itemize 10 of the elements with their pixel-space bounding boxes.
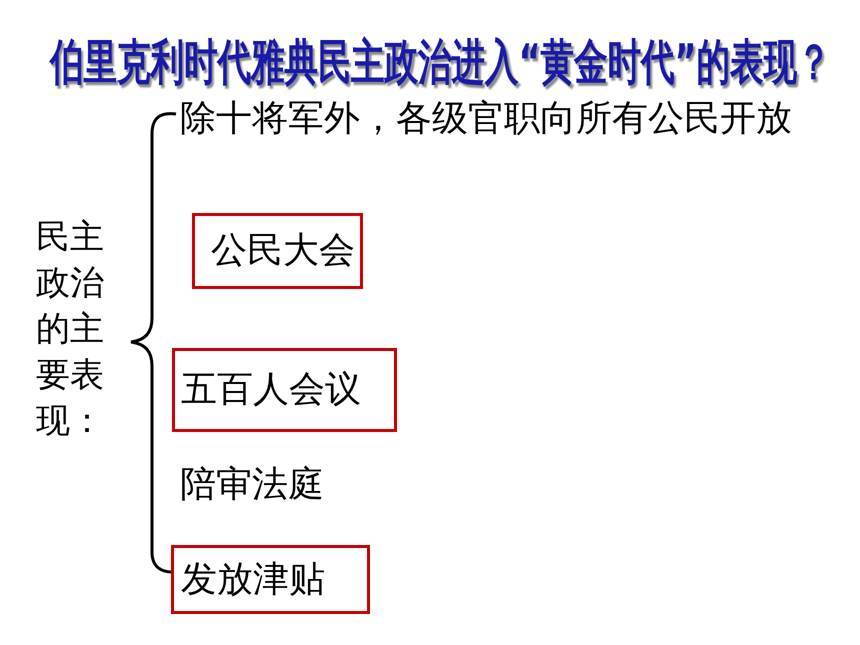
item-text: 发放津贴 bbox=[181, 558, 325, 600]
highlight-box bbox=[171, 545, 370, 614]
item-text: 公民大会 bbox=[211, 230, 355, 272]
highlight-box bbox=[192, 213, 363, 289]
item-text: 五百人会议 bbox=[181, 369, 361, 411]
highlight-box bbox=[172, 348, 397, 432]
item-text: 除十将军外，各级官职向所有公民开放 bbox=[180, 98, 792, 140]
item-text: 陪审法庭 bbox=[180, 464, 324, 506]
slide-title: 伯里克利时代雅典民主政治进入“黄金时代”的表现？ bbox=[50, 32, 830, 92]
topic-label: 民主政治的主要表现： bbox=[36, 216, 105, 443]
